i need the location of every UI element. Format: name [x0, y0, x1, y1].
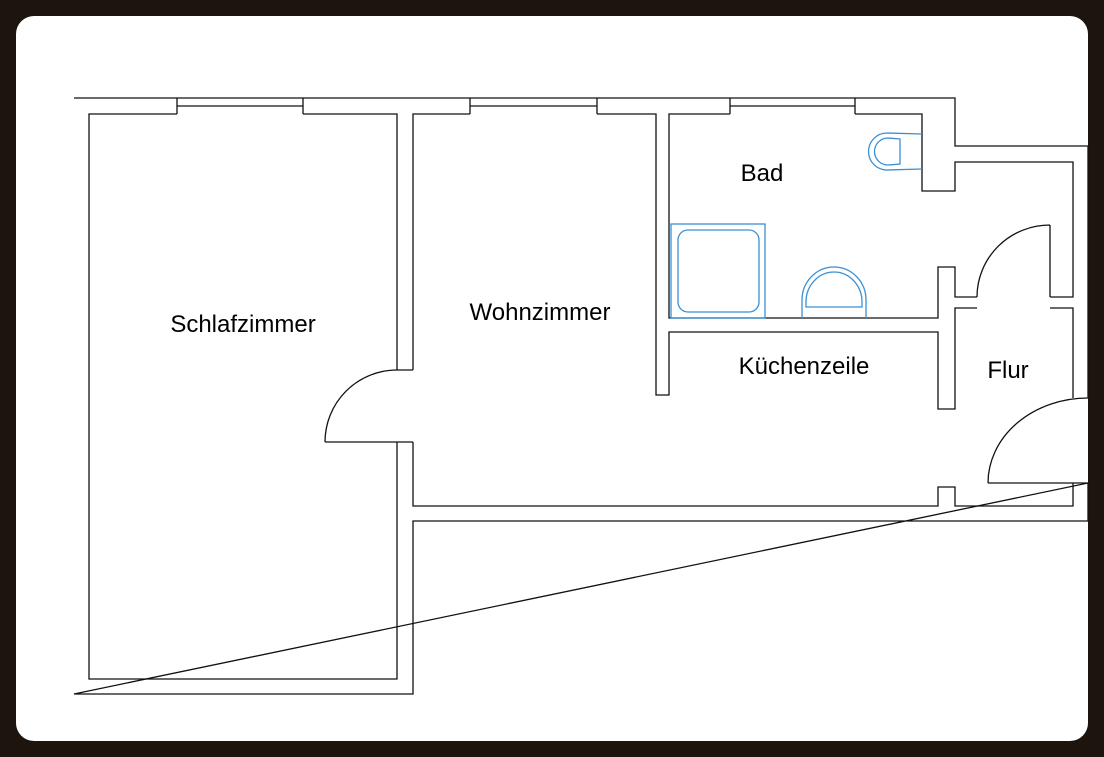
toilet-icon	[867, 132, 923, 171]
floor-plan-card	[16, 16, 1088, 741]
door-entrance	[987, 397, 1089, 484]
inner-walls	[88, 113, 1074, 680]
shower-icon	[670, 223, 766, 319]
sink-icon	[801, 266, 867, 318]
door-schlafzimmer	[324, 369, 413, 443]
doors	[324, 224, 1089, 484]
door-bad	[976, 224, 1051, 298]
room-label-wohnzimmer: Wohnzimmer	[469, 299, 611, 326]
room-label-flur: Flur	[987, 357, 1029, 384]
room-label-kuechenzeile: Küchenzeile	[738, 353, 870, 380]
bathroom-fixtures	[670, 132, 923, 319]
room-label-bad: Bad	[740, 160, 784, 187]
room-label-schlafzimmer: Schlafzimmer	[170, 311, 316, 338]
outer-walls	[73, 97, 1089, 695]
windows	[176, 98, 856, 114]
